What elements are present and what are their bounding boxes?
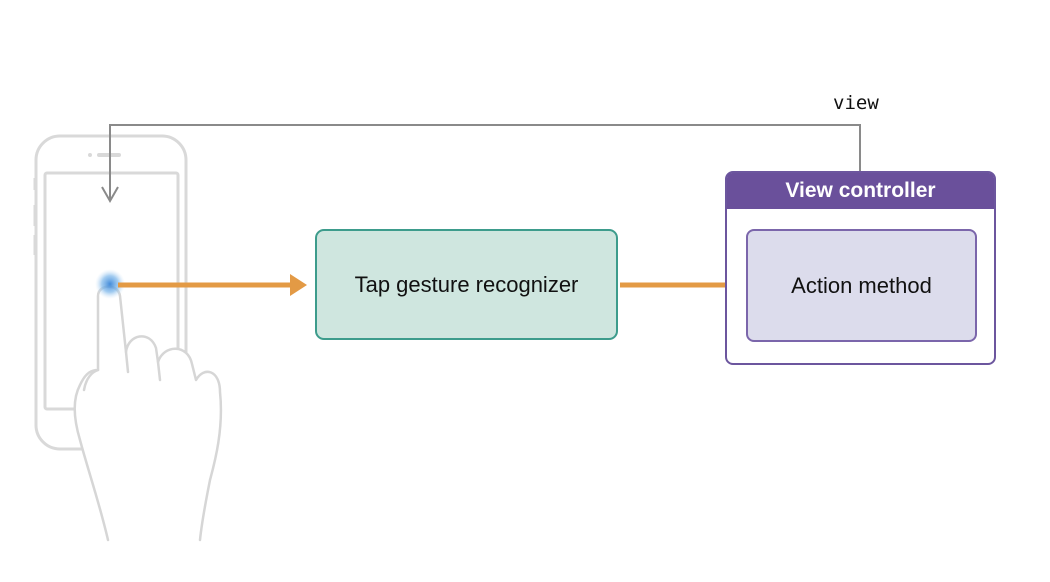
hand-icon — [73, 285, 223, 542]
view-controller-header: View controller — [727, 173, 994, 209]
touch-indicator-icon — [95, 269, 125, 299]
view-label: view — [833, 92, 879, 114]
phone-camera-icon — [88, 153, 121, 157]
action-method-box: Action method — [746, 229, 977, 342]
touch-to-recognizer-arrowhead — [290, 274, 307, 296]
view-connector-arrowhead — [101, 186, 119, 204]
tap-gesture-recognizer-label: Tap gesture recognizer — [354, 271, 579, 297]
view-connector-line — [109, 124, 861, 200]
action-method-label: Action method — [791, 272, 932, 298]
tap-gesture-recognizer-box: Tap gesture recognizer — [315, 229, 618, 340]
view-controller-box: View controller Action method — [725, 171, 996, 365]
view-controller-title: View controller — [785, 179, 936, 202]
